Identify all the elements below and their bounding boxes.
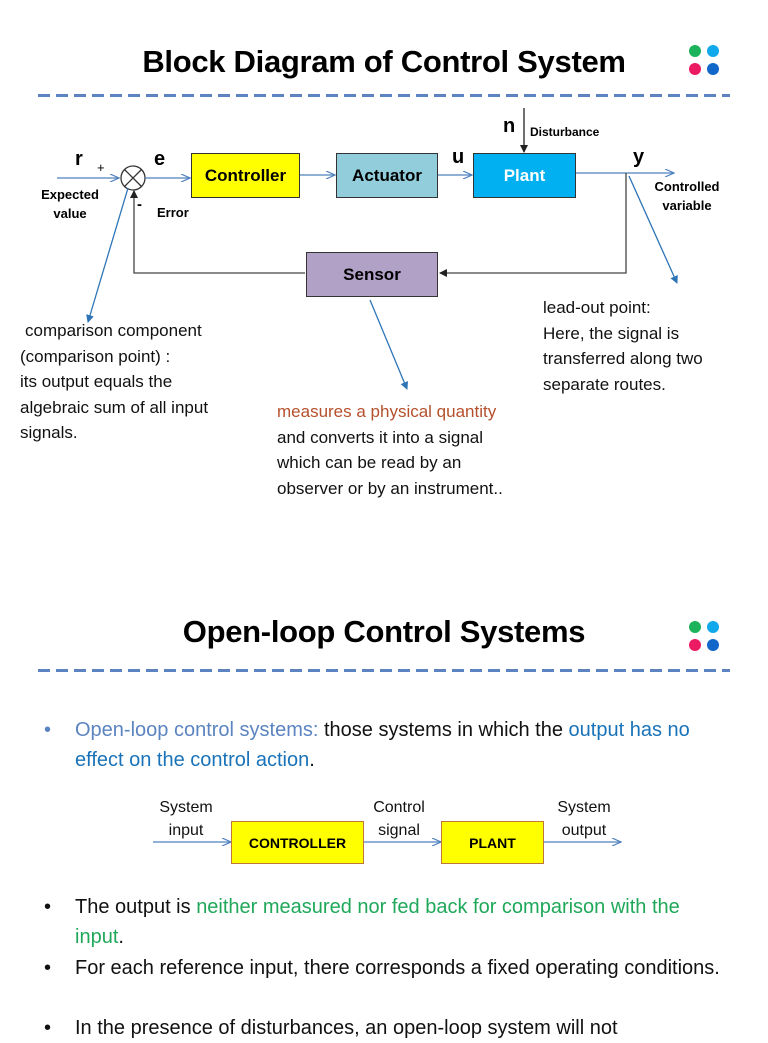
- signal-r: r: [75, 148, 83, 170]
- text: .: [118, 926, 124, 948]
- logo-dot-blue: [707, 639, 719, 651]
- note-line: comparison component: [25, 321, 202, 340]
- slide1-title: Block Diagram of Control System: [142, 44, 626, 79]
- text: For each reference input, there correspo…: [75, 957, 720, 979]
- bullet-text: Open-loop control systems: those systems…: [75, 715, 734, 775]
- label-controlled-variable: Controlled variable: [654, 179, 720, 213]
- note-line: (comparison point) :: [20, 346, 171, 366]
- highlight: output has no effect on the control acti…: [75, 719, 690, 771]
- bullet-icon: •: [44, 896, 52, 918]
- sign-plus: +: [97, 160, 105, 175]
- note-sensor-highlight: measures a physical quantity: [277, 402, 497, 421]
- note-line: separate routes.: [543, 374, 666, 394]
- note-line: lead-out point:: [543, 298, 651, 317]
- signal-u: u: [452, 146, 465, 168]
- label-line: Control: [373, 799, 425, 816]
- logo-dot-blue: [707, 63, 719, 75]
- logo-dot-pink: [689, 63, 701, 75]
- signal-n: n: [503, 115, 516, 137]
- note-line: which can be read by an: [277, 453, 462, 472]
- logo-dot-pink: [689, 639, 701, 651]
- sign-minus: -: [137, 196, 142, 213]
- logo-dot-green: [689, 45, 701, 57]
- highlight: neither measured nor fed back for compar…: [75, 896, 680, 948]
- slide2-title: Open-loop Control Systems: [182, 614, 586, 649]
- pointer-comparison: [86, 187, 129, 323]
- feedback-path-left: [130, 190, 305, 274]
- bullet-text: The output is neither measured nor fed b…: [75, 892, 734, 952]
- label-line: output: [561, 822, 607, 839]
- block-diagram-connectors: [57, 108, 678, 390]
- logo-dot-cyan: [707, 621, 719, 633]
- label-system-output: System output: [550, 796, 618, 842]
- feedback-path-right: [439, 173, 627, 277]
- text: In the presence of disturbances, an open…: [75, 1017, 618, 1039]
- label-disturbance: Disturbance: [530, 125, 600, 139]
- bullet-icon: •: [44, 957, 52, 979]
- block-actuator: Actuator: [336, 153, 438, 198]
- label-system-input: System input: [152, 796, 220, 842]
- label-error: Error: [157, 205, 189, 220]
- term: Open-loop control systems:: [75, 719, 319, 741]
- note-sensor: measures a physical quantity and convert…: [277, 399, 503, 501]
- note-line: and converts it into a signal: [277, 427, 484, 447]
- label-line: System: [557, 799, 611, 816]
- text: .: [309, 749, 315, 771]
- block-plant: Plant: [473, 153, 576, 198]
- logo-dot-green: [689, 621, 701, 633]
- pointer-sensor: [369, 299, 409, 390]
- note-line: observer or by an instrument..: [277, 478, 503, 498]
- bullet-text: In the presence of disturbances, an open…: [75, 1013, 734, 1043]
- block-plant-openloop: PLANT: [441, 821, 544, 864]
- note-line: transferred along two: [543, 349, 703, 368]
- label-line: signal: [378, 822, 420, 839]
- text: those systems in which the: [318, 719, 569, 741]
- block-sensor: Sensor: [306, 252, 438, 297]
- pointer-leadout: [628, 175, 678, 284]
- block-controller: Controller: [191, 153, 300, 198]
- block-controller-openloop: CONTROLLER: [231, 821, 364, 864]
- bullet-icon: •: [44, 719, 52, 741]
- note-line: algebraic sum of all input: [20, 397, 209, 417]
- signal-y: y: [633, 146, 645, 168]
- signal-e: e: [154, 148, 166, 170]
- label-control-signal: Control signal: [365, 796, 433, 842]
- logo-dot-cyan: [707, 45, 719, 57]
- logo-dots-icon: [689, 45, 725, 81]
- note-line: signals.: [20, 423, 78, 442]
- text: The output is: [75, 896, 197, 918]
- note-comparison-component: comparison component (comparison point) …: [20, 318, 208, 446]
- label-line: System: [159, 799, 213, 816]
- bullet-icon: •: [44, 1017, 52, 1039]
- logo-dots-icon: [689, 621, 725, 657]
- bullet-text: For each reference input, there correspo…: [75, 953, 734, 983]
- title-divider: [38, 94, 730, 97]
- label-expected-value: Expected value: [41, 187, 99, 221]
- label-line: input: [168, 822, 204, 839]
- note-line: Here, the signal is: [543, 323, 680, 343]
- note-line: its output equals the: [20, 372, 173, 391]
- title-divider: [38, 669, 730, 672]
- note-leadout-point: lead-out point: Here, the signal is tran…: [543, 295, 703, 397]
